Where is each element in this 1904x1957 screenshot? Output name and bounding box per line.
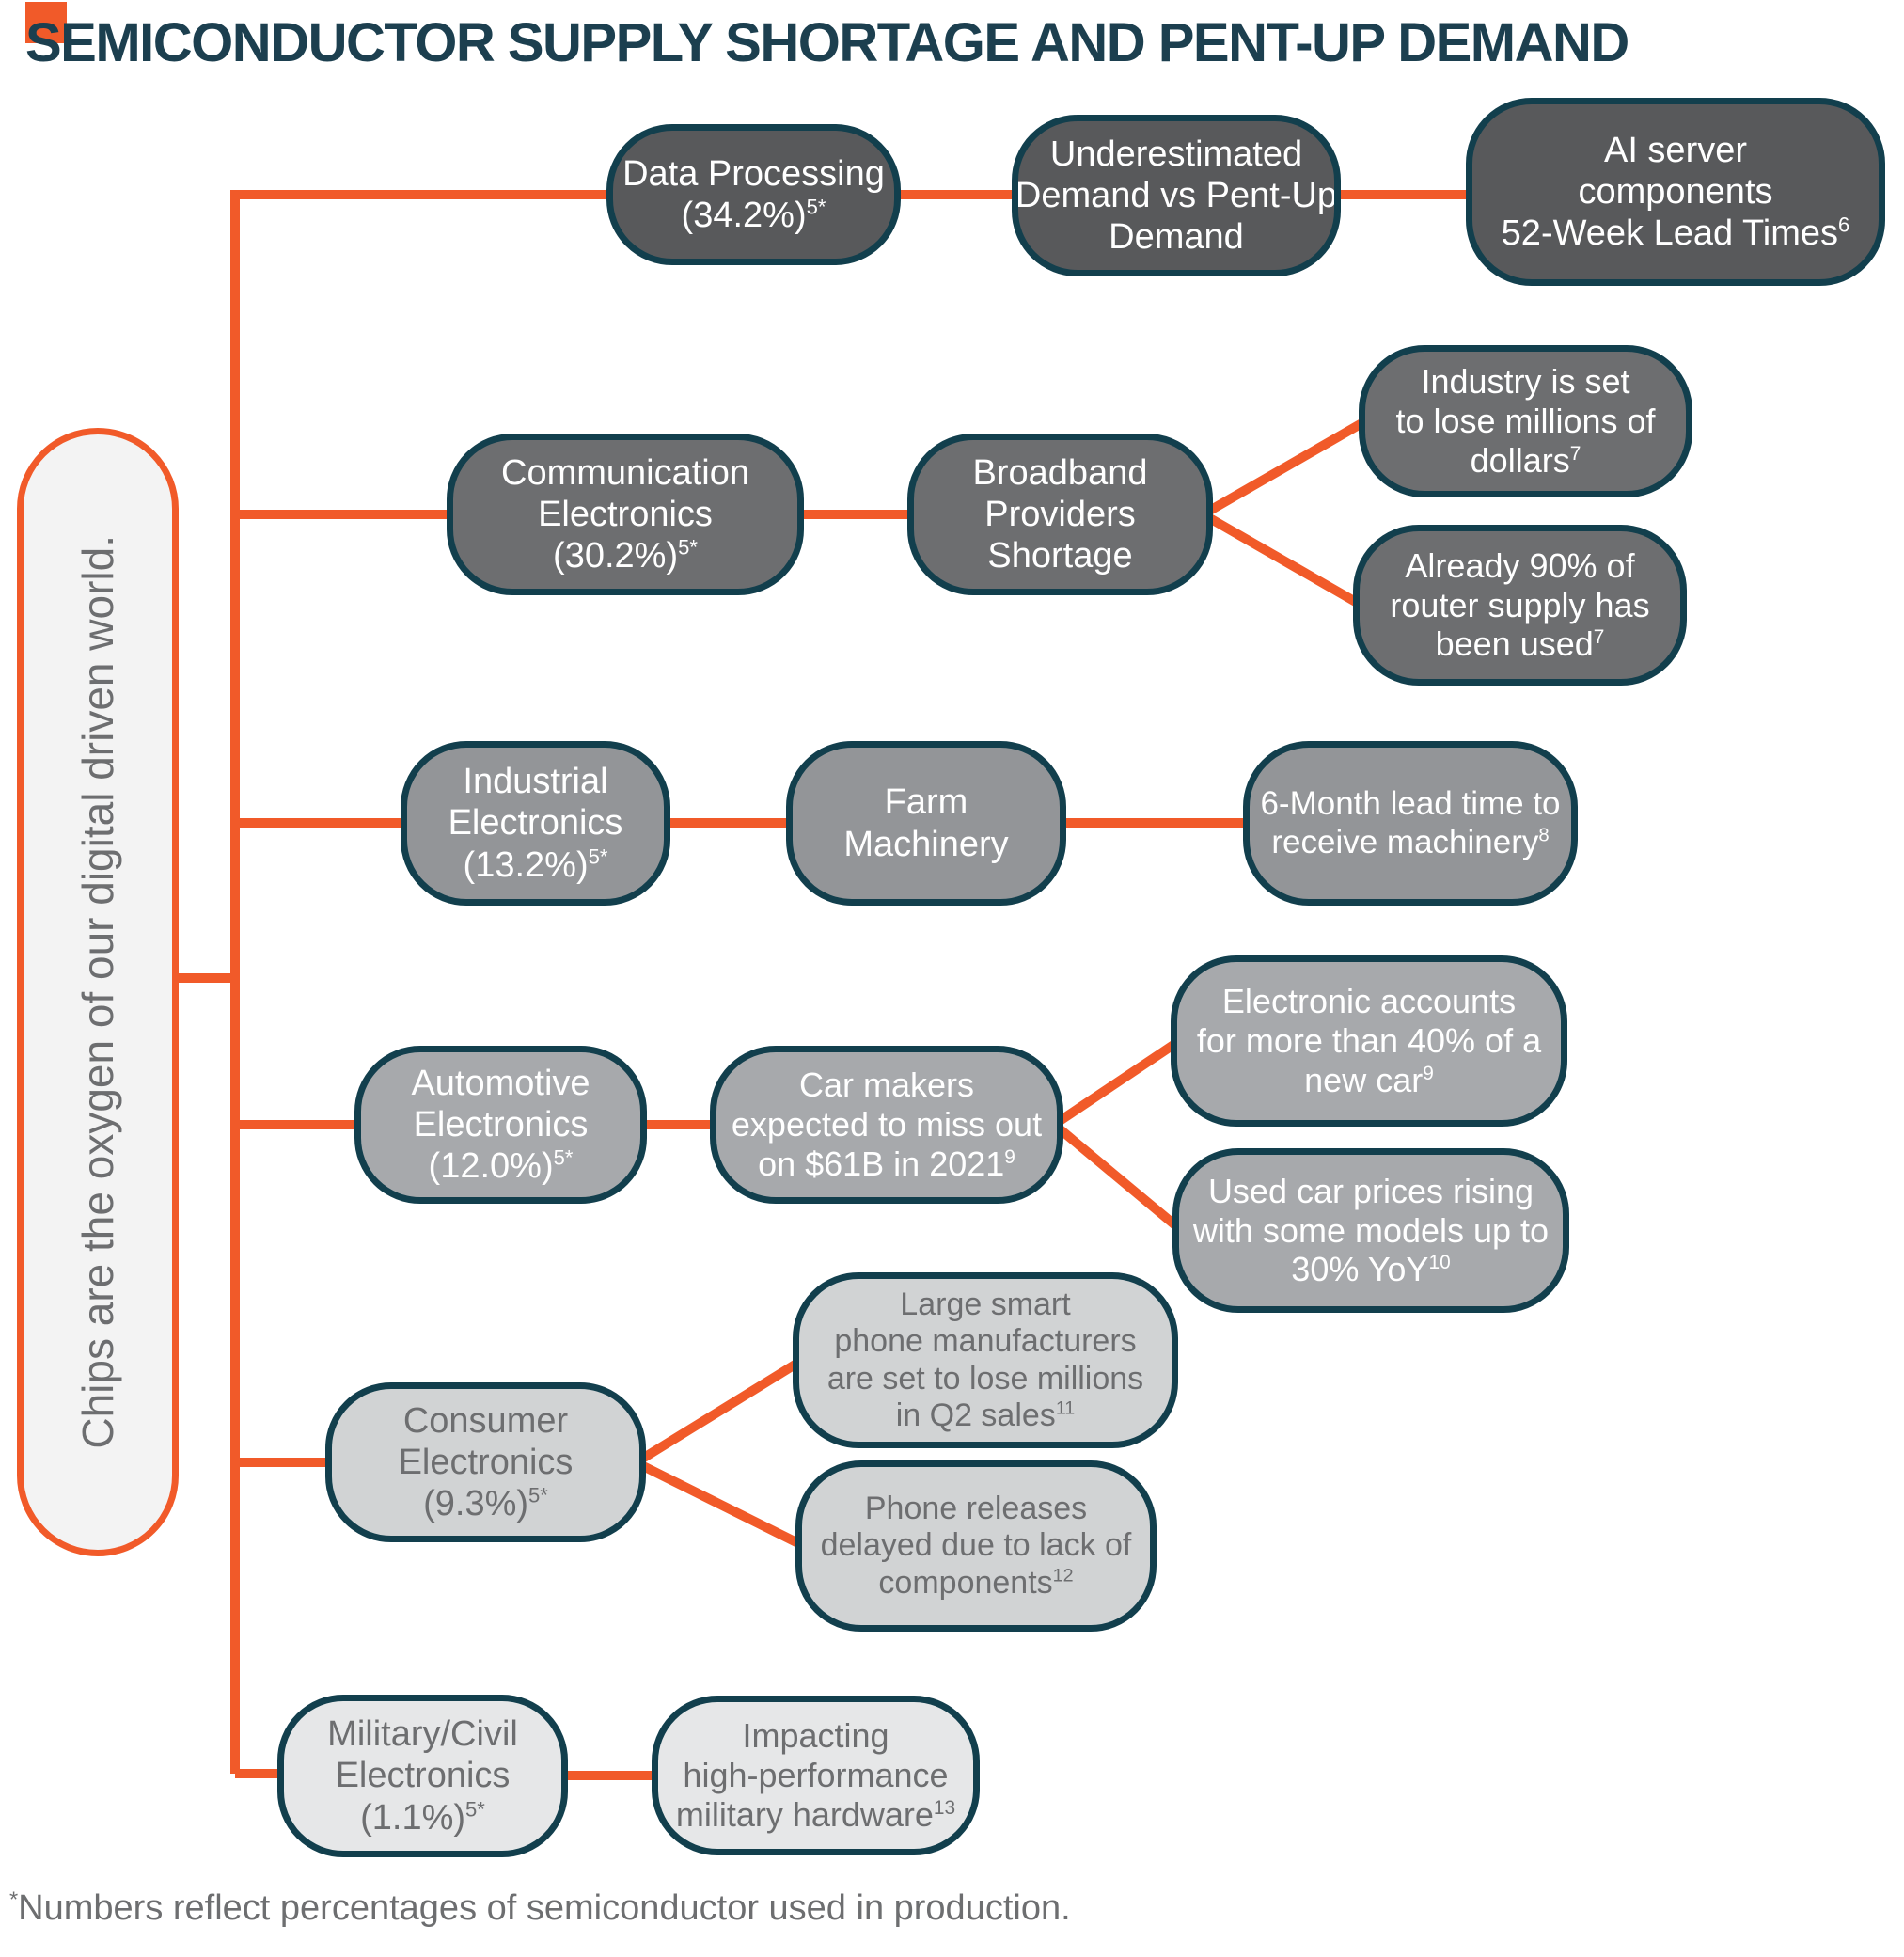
node-text-line: to lose millions of [1395, 402, 1656, 441]
node-text-line: components12 [878, 1564, 1074, 1601]
node-text-line: with some models up to [1192, 1210, 1550, 1250]
node-text-line: (9.3%)5* [423, 1483, 548, 1524]
node-text-line: 30% YoY10 [1291, 1250, 1451, 1289]
connector-line [1204, 417, 1368, 517]
node-text-line: Car makers [798, 1065, 975, 1105]
node-text-line: Providers [984, 494, 1136, 534]
node-text-line: 6-Month lead time to [1260, 784, 1561, 822]
node-text-line: Farm [884, 782, 968, 823]
node-text-line: military hardware13 [675, 1794, 956, 1834]
node-text-line: on $61B in 20219 [758, 1144, 1015, 1183]
node-text-line: (1.1%)5* [360, 1796, 485, 1838]
node-text-line: router supply has [1390, 585, 1650, 624]
node-text-line: high-performance [683, 1756, 949, 1795]
node-text-line: dollars7 [1470, 440, 1581, 480]
node-text-line: AI server [1603, 130, 1748, 170]
header-accent-square [25, 2, 67, 43]
node-text-line: for more than 40% of a [1196, 1021, 1542, 1061]
root-pill: Chips are the oxygen of our digital driv… [17, 428, 179, 1556]
node-text-line: (12.0%)5* [428, 1145, 574, 1187]
node-text-line: in Q2 sales11 [895, 1397, 1076, 1433]
node-text-line: Electronics [413, 1104, 589, 1144]
node-text-line: Used car prices rising [1207, 1171, 1534, 1210]
node-text-line: phone manufacturers [834, 1323, 1137, 1360]
node-text-line: Consumer [402, 1400, 569, 1441]
node-text-line: Already 90% of [1405, 545, 1635, 585]
node-text-line: Demand vs Pent-Up [1015, 175, 1338, 215]
node-text-line: (30.2%)5* [553, 535, 698, 576]
node-text-line: Industry is set [1421, 362, 1630, 402]
node-text-line: (13.2%)5* [463, 844, 608, 885]
page-title: SEMICONDUCTOR SUPPLY SHORTAGE AND PENT-U… [25, 12, 1629, 73]
node-data-processing: Data Processing(34.2%)5* [606, 124, 901, 265]
node-text-line: are set to lose millions [826, 1360, 1144, 1397]
node-text-line: Electronics [398, 1442, 574, 1482]
node-text-line: Military/Civil [327, 1714, 518, 1755]
connector-line [1204, 512, 1363, 609]
node-text-line: Demand [1109, 217, 1244, 258]
node-text-line: Industrial [463, 762, 608, 802]
connector-line [1054, 1036, 1182, 1128]
node-text-line: Shortage [987, 536, 1133, 576]
footnote: *Numbers reflect percentages of semicond… [9, 1888, 1071, 1929]
node-text-line: Broadband [972, 452, 1148, 493]
node-text-line: new car9 [1304, 1060, 1434, 1099]
connector-line [1053, 1123, 1185, 1234]
footnote-asterisk: * [9, 1886, 19, 1912]
node-text-line: receive machinery8 [1271, 823, 1550, 860]
node-text-line: Impacting [742, 1716, 889, 1756]
node-text-line: Phone releases [864, 1490, 1088, 1526]
node-text-line: Data Processing [622, 153, 885, 194]
node-text-line: Large smart [900, 1286, 1071, 1322]
node-text-line: Electronic accounts [1221, 982, 1517, 1021]
node-text-line: expected to miss out [731, 1105, 1043, 1144]
node-text-line: Electronics [448, 803, 623, 844]
node-text-line: been used7 [1435, 624, 1605, 664]
node-text-line: (34.2%)5* [681, 195, 826, 235]
node-text-line: Machinery [843, 824, 1009, 864]
node-text-line: Underestimated [1049, 134, 1303, 174]
connector-line [637, 1356, 804, 1465]
node-text-line: Communication [501, 452, 749, 493]
node-text-line: 52-Week Lead Times6 [1501, 213, 1850, 254]
node-text-line: Automotive [411, 1063, 590, 1103]
node-text-line: delayed due to lack of [820, 1527, 1132, 1564]
node-text-line: components [1578, 171, 1773, 212]
node-text-line: Electronics [538, 494, 713, 534]
node-text-line: Electronics [335, 1756, 511, 1796]
connector-line [637, 1460, 807, 1551]
footnote-text: Numbers reflect percentages of semicondu… [18, 1888, 1071, 1928]
